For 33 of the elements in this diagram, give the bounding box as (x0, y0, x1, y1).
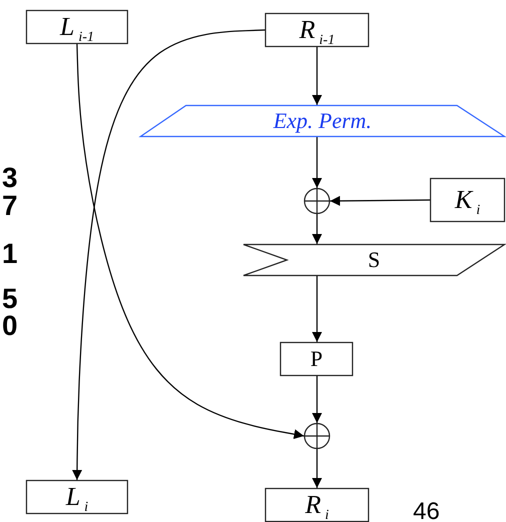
arrow (312, 214, 322, 244)
math-label: K$_{i}$ (454, 187, 480, 213)
math-label: S (368, 249, 380, 271)
state-box (265, 488, 369, 522)
permutation-box (280, 342, 353, 376)
math-label: Exp. Perm. (273, 110, 372, 132)
math-label: P (310, 348, 323, 370)
xor-symbol (304, 423, 330, 449)
arrow (312, 276, 322, 342)
state-box (26, 10, 128, 44)
state-box (265, 13, 369, 47)
arrow (72, 29, 266, 480)
arrow (76, 44, 304, 440)
margin-number: 7 (2, 192, 18, 220)
math-label: L$_{i}$ (66, 484, 88, 510)
state-box (26, 480, 128, 514)
page-number: 46 (413, 500, 440, 522)
math-label: R$_{i-1}$ (299, 17, 335, 43)
key-box (430, 178, 505, 222)
arrow (312, 449, 322, 488)
xor-symbol (304, 188, 330, 214)
permutation-trapezoid (140, 105, 505, 137)
substitution-band (243, 244, 505, 276)
math-label: L$_{i-1}$ (60, 14, 94, 40)
margin-number: 5 (2, 285, 18, 313)
arrow (312, 376, 322, 423)
margin-number: 0 (2, 312, 18, 340)
arrow (330, 196, 430, 206)
arrow (312, 137, 322, 188)
margin-number: 3 (2, 164, 18, 192)
math-label: R$_{i}$ (305, 492, 329, 518)
arrow (312, 47, 322, 105)
margin-number: 1 (2, 240, 18, 268)
